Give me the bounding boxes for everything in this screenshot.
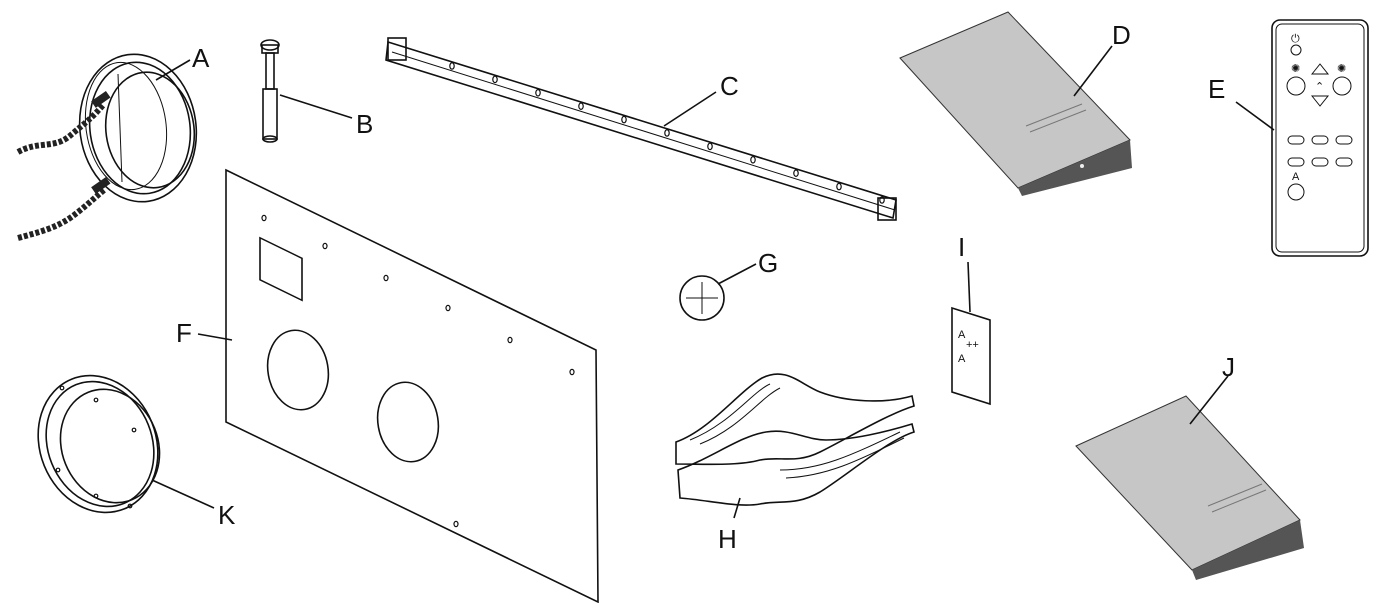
rail-hole bbox=[879, 196, 885, 204]
remote-button bbox=[1287, 135, 1305, 145]
energy-label-line3: A bbox=[958, 353, 966, 365]
ring-hole bbox=[131, 427, 137, 433]
svg-text:✺: ✺ bbox=[1291, 63, 1300, 75]
leader-i bbox=[967, 261, 971, 313]
part-e-remote: ⏻ ✺ ✺ ⌃ A bbox=[1271, 19, 1369, 257]
leader-h bbox=[733, 497, 741, 519]
remote-button bbox=[1335, 135, 1353, 145]
leader-b bbox=[279, 94, 353, 119]
part-f-panel bbox=[225, 168, 599, 603]
label-c: C bbox=[720, 71, 739, 101]
rail-hole bbox=[492, 75, 498, 84]
label-k: K bbox=[218, 500, 236, 530]
leader-a bbox=[155, 59, 191, 81]
label-f: F bbox=[176, 318, 192, 348]
leader-f bbox=[197, 333, 233, 341]
energy-label-line2: ++ bbox=[966, 339, 979, 351]
part-b-bolt bbox=[260, 39, 280, 143]
rail-hole bbox=[793, 169, 799, 178]
svg-text:⏻: ⏻ bbox=[1291, 33, 1300, 45]
ring-hole bbox=[55, 467, 61, 473]
leader-g bbox=[717, 263, 757, 285]
remote-button bbox=[1311, 135, 1329, 145]
part-g-cap bbox=[679, 275, 725, 321]
remote-button bbox=[1287, 157, 1305, 167]
label-a: A bbox=[192, 43, 210, 73]
energy-label-line1: A bbox=[958, 329, 966, 341]
rail-hole bbox=[707, 142, 713, 151]
part-j-manual bbox=[1075, 395, 1304, 580]
ring-hole bbox=[59, 385, 65, 391]
leader-c bbox=[663, 91, 717, 127]
rail-hole bbox=[664, 129, 670, 137]
leader-k bbox=[151, 479, 215, 509]
rail-hole bbox=[621, 115, 627, 124]
leader-j bbox=[1189, 375, 1229, 425]
panel-hole bbox=[261, 214, 267, 222]
leader-d bbox=[1073, 45, 1113, 97]
panel-hole bbox=[383, 274, 389, 282]
label-g: G bbox=[758, 248, 778, 278]
label-b: B bbox=[356, 109, 373, 139]
label-e: E bbox=[1208, 74, 1225, 104]
rail-hole bbox=[535, 89, 541, 97]
panel-hole bbox=[507, 336, 513, 344]
label-d: D bbox=[1112, 20, 1131, 50]
leader-e bbox=[1235, 101, 1275, 131]
panel-hole bbox=[322, 242, 328, 250]
part-h-sheets bbox=[675, 373, 915, 506]
remote-button bbox=[1311, 157, 1329, 167]
remote-mode-letter: A bbox=[1292, 171, 1300, 183]
ring-hole bbox=[127, 503, 133, 509]
rail-hole bbox=[449, 62, 455, 70]
rail-hole bbox=[750, 156, 756, 164]
label-i: I bbox=[958, 232, 965, 262]
rail-hole bbox=[836, 182, 842, 191]
part-k-ring bbox=[37, 374, 161, 514]
part-a-flange-with-cables bbox=[16, 53, 198, 241]
part-d-manual bbox=[899, 11, 1132, 196]
part-i-energy-label: A ++ A bbox=[951, 306, 991, 406]
ring-hole bbox=[93, 397, 99, 403]
label-j: J bbox=[1222, 352, 1235, 382]
panel-hole bbox=[445, 304, 451, 312]
remote-button bbox=[1335, 157, 1353, 167]
part-c-rail bbox=[385, 37, 897, 221]
label-h: H bbox=[718, 524, 737, 554]
panel-hole bbox=[453, 520, 459, 528]
rail-hole bbox=[578, 102, 584, 111]
ring-hole bbox=[93, 493, 99, 499]
panel-hole bbox=[569, 368, 575, 376]
svg-text:⌃: ⌃ bbox=[1315, 81, 1324, 93]
svg-text:✺: ✺ bbox=[1337, 63, 1346, 75]
